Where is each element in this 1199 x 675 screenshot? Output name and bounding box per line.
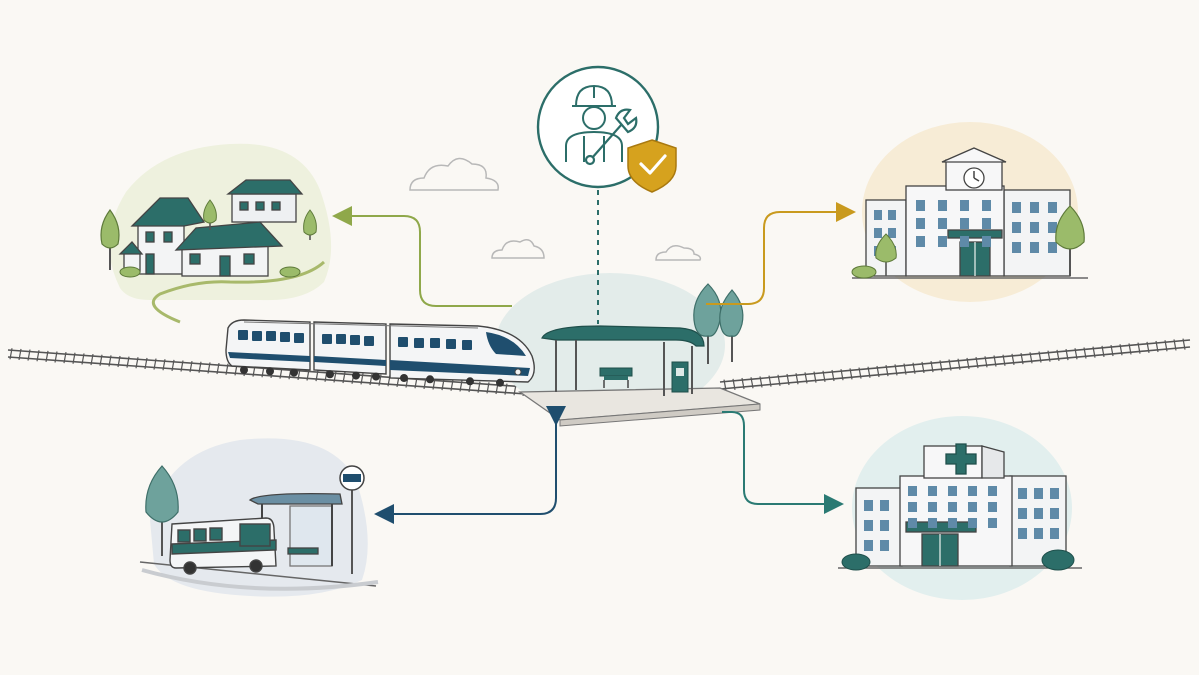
residential-area [100, 143, 332, 324]
tree-icon [203, 199, 217, 230]
tree-icon [1055, 205, 1085, 276]
bus-shelter [248, 492, 343, 567]
tree-icon [145, 465, 179, 556]
train-station [495, 273, 761, 427]
station-backdrop [495, 273, 725, 417]
arrow-to-school [706, 202, 856, 305]
arrow-to-bus-stop [374, 406, 566, 524]
bench [599, 367, 633, 388]
maintenance-node [536, 65, 677, 324]
bus-stop-area [139, 438, 379, 597]
train [225, 319, 535, 387]
tree-icon [719, 289, 744, 362]
shield-check-icon [627, 139, 677, 193]
bus-stop-sign [339, 465, 365, 574]
cloud-icon [409, 157, 499, 191]
ticket-kiosk [671, 361, 689, 393]
tree-icon [303, 209, 317, 240]
hospital-area [838, 416, 1082, 600]
school-area [851, 122, 1088, 302]
platform-shelter [541, 325, 705, 396]
wrench-icon [584, 108, 638, 166]
cloud-icon [655, 245, 702, 261]
tree-icon [875, 233, 897, 276]
tree-icon [100, 208, 120, 270]
cloud-icon [491, 239, 545, 259]
railway-track [7, 338, 1191, 397]
arrow-to-hospital [722, 411, 844, 514]
worker-icon [565, 84, 623, 162]
arrow-to-residential [332, 206, 512, 307]
bus-icon [169, 517, 277, 575]
